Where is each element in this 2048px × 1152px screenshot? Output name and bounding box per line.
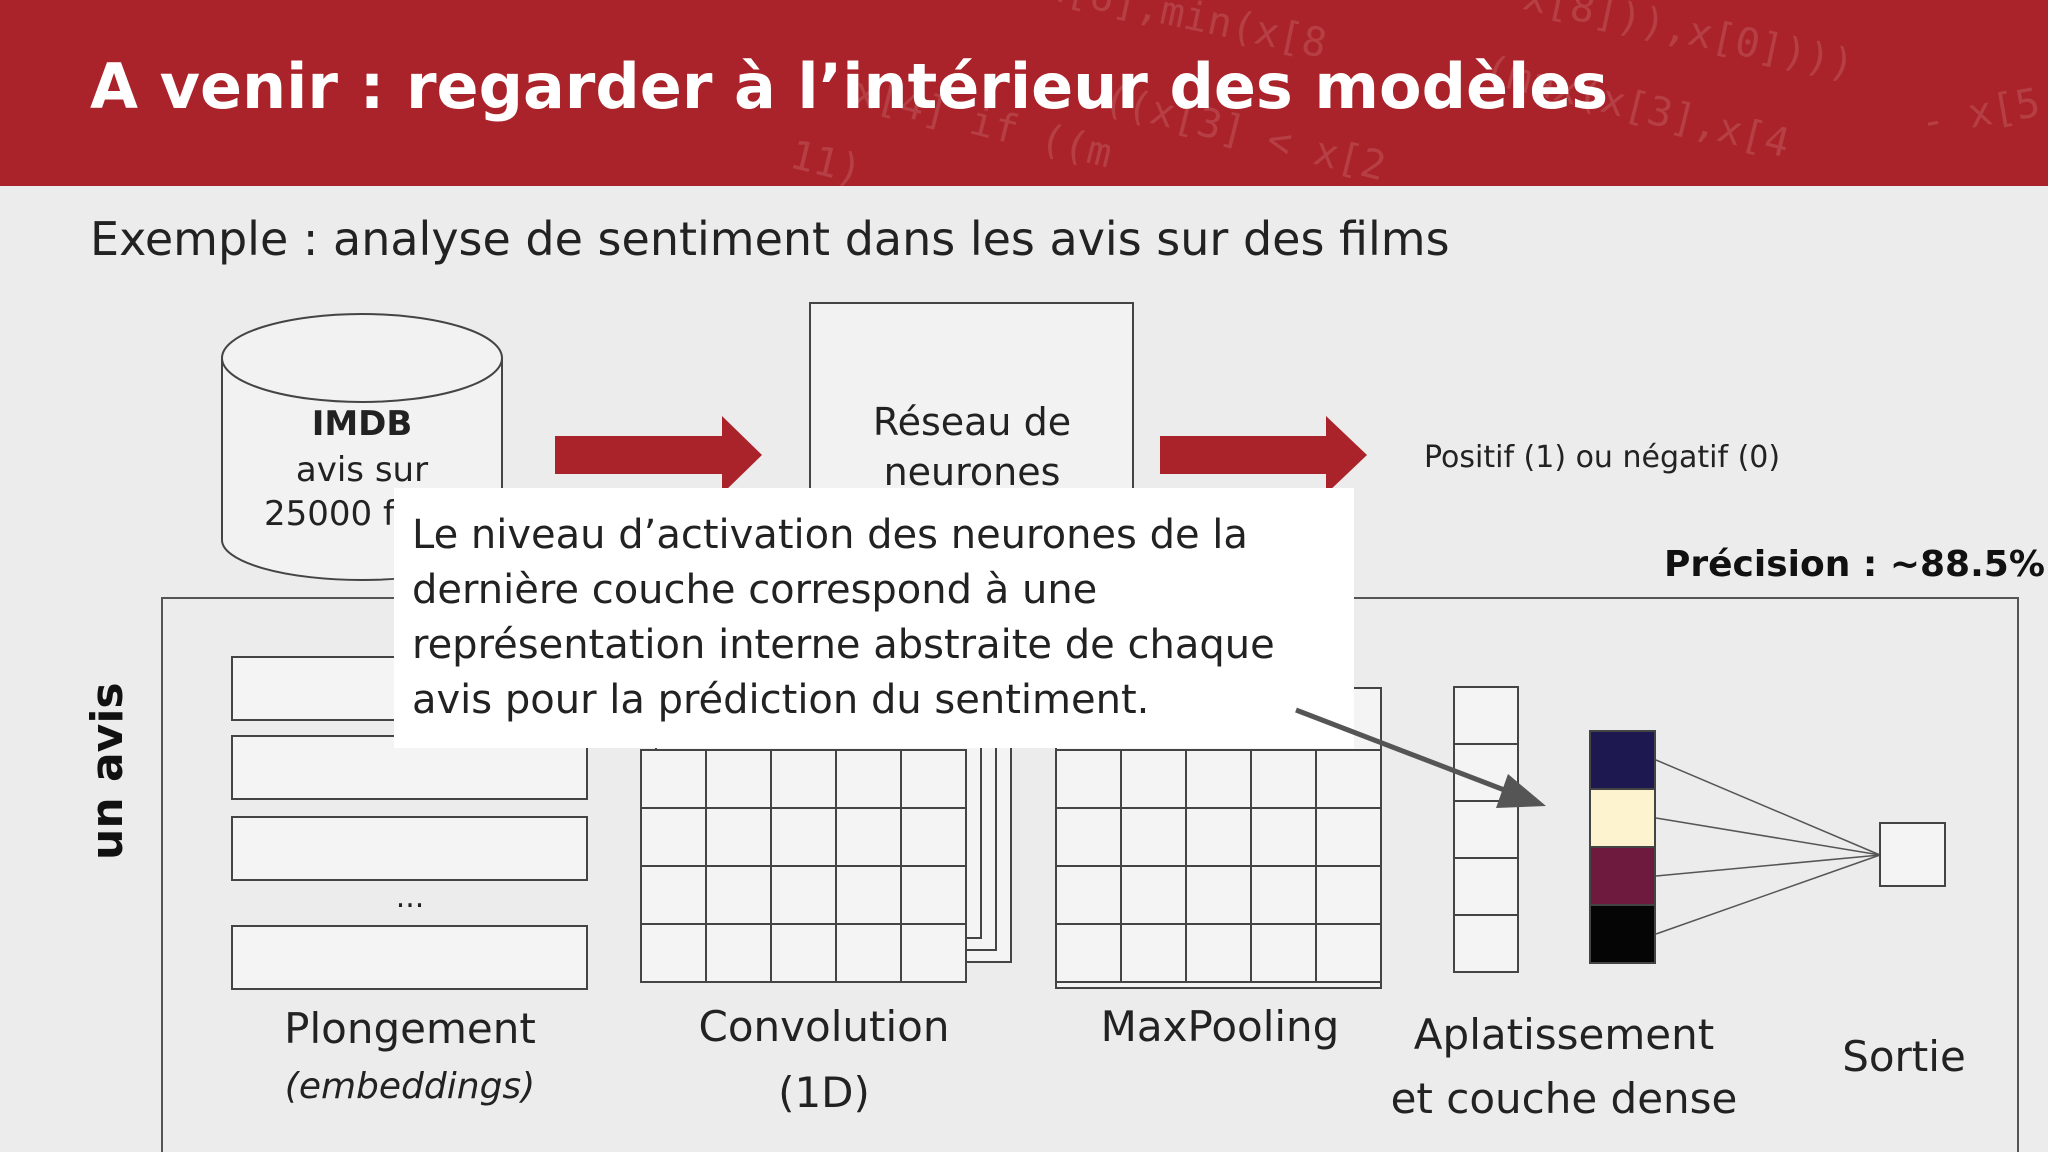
arrow-right-icon	[555, 416, 762, 494]
grid-cell	[900, 749, 967, 809]
grid-cell	[1185, 865, 1252, 925]
precision-label: Précision : ~88.5%	[1664, 544, 2045, 585]
grid-cell	[835, 865, 902, 925]
explanation-callout: Le niveau d’activation des neurones de l…	[394, 488, 1354, 748]
grid-cell	[1453, 857, 1519, 916]
network-label-line1: Réseau de	[872, 400, 1072, 444]
layer-label-flatten: Aplatissement	[1413, 1010, 1715, 1059]
title-banner: x[6],min(x[8 x[8])),x[0]))) (max(x[3],x[…	[0, 0, 2048, 186]
grid-cell	[770, 923, 837, 983]
grid-cell	[900, 807, 967, 867]
grid-cell	[770, 749, 837, 809]
slide-title: A venir : regarder à l’intérieur des mod…	[90, 50, 1609, 123]
arrow-right-icon	[1160, 416, 1367, 494]
database-cylinder-icon	[221, 313, 503, 581]
output-node	[1879, 822, 1946, 887]
dense-layer-cells	[1589, 730, 1656, 964]
database-title: IMDB	[311, 404, 413, 444]
grid-cell	[640, 865, 707, 925]
callout-line: dernière couche correspond à une	[412, 567, 1098, 613]
grid-cell	[900, 923, 967, 983]
grid-cell	[1589, 904, 1656, 964]
grid-cell	[1315, 807, 1382, 867]
layer-label-convolution-sub: (1D)	[778, 1068, 870, 1117]
grid-cell	[1315, 923, 1382, 983]
grid-cell	[1055, 865, 1122, 925]
grid-cell	[705, 865, 772, 925]
output-description: Positif (1) ou négatif (0)	[1424, 440, 1781, 475]
grid-cell	[1315, 865, 1382, 925]
flatten-column	[1453, 686, 1519, 973]
network-label-line2: neurones	[883, 450, 1061, 494]
callout-line: avis pour la prédiction du sentiment.	[412, 677, 1150, 723]
grid-cell	[1185, 807, 1252, 867]
grid-cell	[1250, 923, 1317, 983]
network-box	[809, 302, 1134, 494]
grid-cell	[1185, 749, 1252, 809]
database-line2: 25000 f	[264, 494, 395, 534]
layer-label-convolution: Convolution	[698, 1002, 950, 1051]
grid-cell	[770, 807, 837, 867]
database-line1: avis sur	[295, 450, 429, 490]
grid-cell	[835, 923, 902, 983]
grid-cell	[1453, 800, 1519, 859]
grid-cell	[1589, 788, 1656, 848]
layer-label-flatten-sub: et couche dense	[1390, 1074, 1738, 1123]
layer-label-embedding-sub: (embeddings)	[284, 1066, 536, 1107]
layer-label-embedding: Plongement	[284, 1004, 536, 1053]
dense-connections	[1655, 759, 1881, 935]
grid-cell	[900, 865, 967, 925]
slide-subtitle: Exemple : analyse de sentiment dans les …	[90, 212, 1450, 266]
grid-cell	[1120, 749, 1187, 809]
grid-cell	[1453, 914, 1519, 973]
grid-cell	[1589, 846, 1656, 906]
callout-line: représentation interne abstraite de chaq…	[412, 622, 1275, 668]
embedding-dots: ...	[395, 880, 425, 915]
grid-cell	[705, 749, 772, 809]
layer-label-output: Sortie	[1842, 1032, 1966, 1081]
grid-cell	[835, 807, 902, 867]
grid-cell	[1589, 730, 1656, 790]
layer-label-maxpooling: MaxPooling	[1100, 1002, 1340, 1051]
grid-cell	[1315, 749, 1382, 809]
callout-line: Le niveau d’activation des neurones de l…	[412, 512, 1248, 558]
